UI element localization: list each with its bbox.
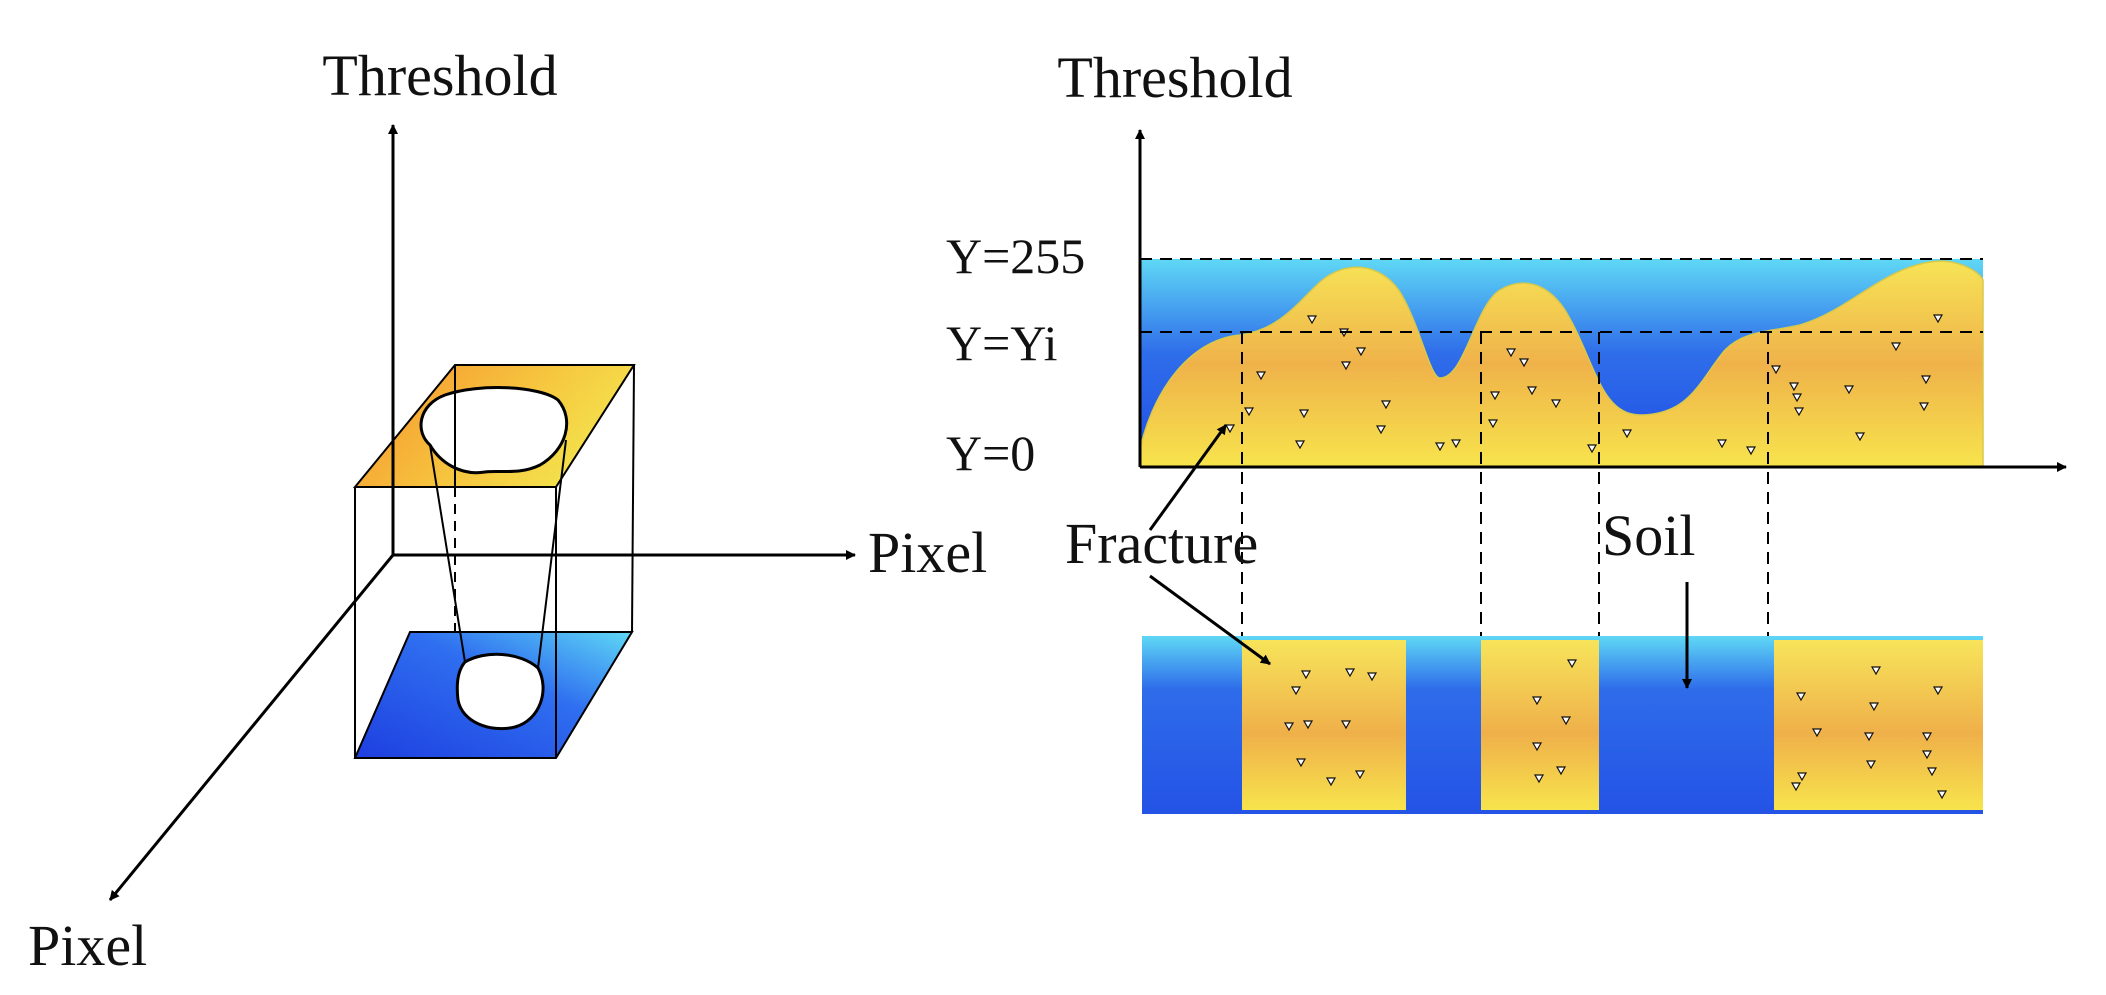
left-vertical-axis-label: Threshold	[322, 43, 557, 108]
level-255-label: Y=255	[946, 228, 1085, 284]
left-depth-axis	[108, 554, 395, 901]
fracture-annotation-label: Fracture	[1065, 511, 1258, 576]
left-horizontal-axis-label: Pixel	[868, 520, 987, 585]
bottom-hole	[455, 652, 545, 731]
level-0-label: Y=0	[946, 425, 1035, 481]
level-yi-label: Y=Yi	[946, 315, 1058, 371]
left-3d-panel: Threshold Pixel Pixel	[28, 43, 987, 978]
right-profile-panel: Threshold Y=255 Y=Yi Y=0	[946, 45, 2067, 814]
soil-annotation-label: Soil	[1602, 503, 1696, 568]
fracture-arrow-to-profile	[1148, 424, 1228, 531]
projection-lines	[1241, 332, 1769, 640]
fracture-profile	[1139, 260, 1984, 468]
strip-fracture-segment-3	[1774, 640, 1983, 810]
top-hole	[419, 386, 569, 475]
segmented-strip	[1142, 636, 1983, 814]
strip-fracture-segment-1	[1242, 640, 1406, 810]
right-vertical-axis-label: Threshold	[1057, 45, 1292, 110]
left-depth-axis-label: Pixel	[28, 913, 147, 978]
strip-fracture-segment-2	[1481, 640, 1599, 810]
fracture-arrow-to-strip	[1149, 574, 1271, 666]
box-edges	[354, 364, 635, 758]
